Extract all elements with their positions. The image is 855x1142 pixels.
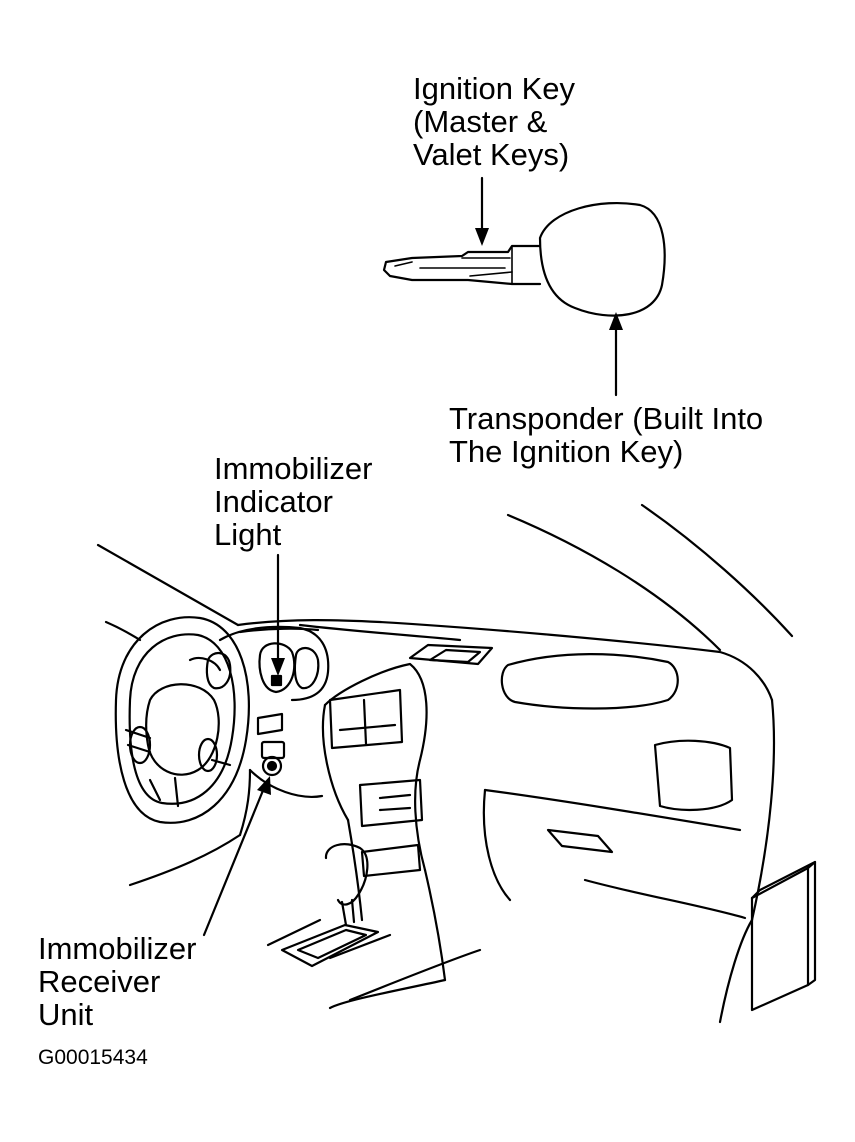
transponder-arrow — [609, 312, 623, 397]
dashboard-drawing — [96, 503, 817, 1024]
indicator-light-arrow — [271, 553, 285, 676]
indicator-light-label: Immobilizer Indicator Light — [214, 452, 372, 551]
indicator-light-label-line: Light — [214, 517, 282, 552]
receiver-unit-arrow — [202, 776, 271, 937]
receiver-unit-label-line: Receiver — [38, 964, 161, 999]
ignition-key-label: Ignition Key (Master & Valet Keys) — [413, 72, 575, 171]
ignition-key-drawing — [382, 201, 666, 317]
transponder-label-line: Transponder (Built Into — [449, 401, 764, 436]
transponder-label-line: The Ignition Key) — [449, 434, 684, 469]
figure-id: G00015434 — [38, 1046, 148, 1069]
transponder-label: Transponder (Built Into The Ignition Key… — [449, 402, 763, 468]
ignition-key-label-line: Ignition Key — [413, 71, 575, 106]
ignition-key-label-line: (Master & — [413, 104, 548, 139]
receiver-unit-label: Immobilizer Receiver Unit — [38, 932, 196, 1031]
indicator-light-label-line: Indicator — [214, 484, 333, 519]
indicator-light-label-line: Immobilizer — [214, 451, 373, 486]
ignition-key-arrow — [475, 176, 489, 246]
ignition-key-label-line: Valet Keys) — [413, 137, 570, 172]
receiver-unit-label-line: Immobilizer — [38, 931, 197, 966]
receiver-unit-label-line: Unit — [38, 997, 94, 1032]
